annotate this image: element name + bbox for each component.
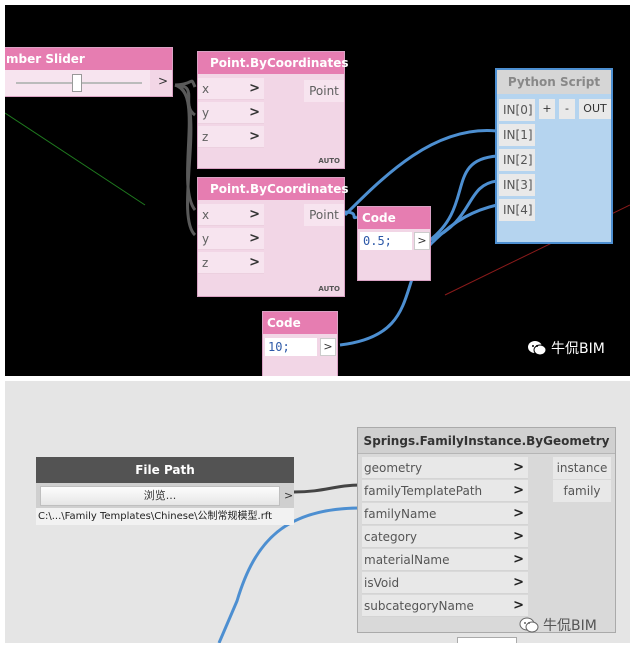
springs-familyinstance-node[interactable]: Springs.FamilyInstance.ByGeometry geomet… — [357, 427, 616, 633]
point-1-output-point[interactable]: Point — [304, 80, 344, 102]
springs-node-title: Springs.FamilyInstance.ByGeometry — [358, 428, 615, 454]
add-input-button[interactable]: + — [539, 99, 555, 119]
file-path-value: C:\...\Family Templates\Chinese\公制常规模型.r… — [36, 508, 294, 525]
wire-layer — [5, 79, 630, 347]
port-label: x — [202, 208, 210, 222]
port-label: isVoid — [364, 576, 400, 590]
springs-input-familyname[interactable]: familyName > — [362, 503, 528, 525]
watermark-text: 牛侃BIM — [551, 341, 605, 357]
number-slider-node[interactable]: mber Slider > — [5, 47, 173, 97]
springs-output-family[interactable]: family — [553, 480, 611, 502]
wire-layer-bottom — [217, 483, 362, 643]
wire-slider-to-x2[interactable] — [174, 83, 197, 211]
chevron-right-icon: > — [249, 231, 260, 246]
port-label: z — [202, 256, 209, 270]
code-block-1-editor[interactable]: 0.5; — [360, 232, 412, 250]
python-input-2[interactable]: IN[2] — [499, 149, 535, 171]
watermark-text: 牛侃BIM — [543, 618, 597, 634]
python-input-3[interactable]: IN[3] — [499, 174, 535, 196]
browse-button[interactable]: 浏览... — [40, 486, 280, 506]
python-input-1[interactable]: IN[1] — [499, 124, 535, 146]
wechat-icon — [528, 341, 547, 356]
wire-point-to-in1[interactable] — [343, 129, 498, 217]
port-label: z — [202, 130, 209, 144]
chevron-right-icon: > — [249, 207, 260, 222]
chevron-right-icon: > — [249, 129, 260, 144]
file-path-title: File Path — [36, 457, 294, 483]
wire-cb1-to-in2[interactable] — [429, 154, 498, 242]
chevron-right-icon: > — [513, 506, 524, 521]
port-label: geometry — [364, 461, 423, 475]
dynamo-canvas-bottom[interactable]: File Path 浏览... > C:\...\Family Template… — [5, 381, 630, 643]
chevron-right-icon: > — [513, 598, 524, 613]
python-input-4[interactable]: IN[4] — [499, 199, 535, 221]
wire-slider-to-x1[interactable] — [174, 79, 197, 88]
point-1-input-x[interactable]: x> — [198, 78, 264, 100]
chevron-right-icon: > — [513, 460, 524, 475]
code-block-2-title: Code Block — [263, 312, 337, 352]
point-2-input-z[interactable]: z> — [198, 252, 264, 274]
springs-input-geometry[interactable]: geometry > — [362, 457, 528, 479]
watermark: 牛侃BIM — [527, 338, 605, 358]
springs-input-subcategoryname[interactable]: subcategoryName > — [362, 595, 528, 617]
chevron-right-icon: > — [249, 255, 260, 270]
lacing-label: AUTO — [318, 157, 340, 165]
point-by-coordinates-node-2[interactable]: Point.ByCoordinates x> y> z> Point AUTO — [197, 177, 349, 297]
chevron-right-icon: > — [513, 529, 524, 544]
port-label: x — [202, 82, 210, 96]
port-label: familyName — [364, 507, 437, 521]
lacing-label: AUTO — [318, 285, 340, 293]
code-block-node-2[interactable]: Code Block 10; > — [262, 311, 338, 376]
point-1-input-z[interactable]: z> — [198, 126, 264, 148]
chevron-right-icon: > — [513, 575, 524, 590]
point-node-2-title: Point.ByCoordinates — [198, 178, 349, 200]
wire-slider-to-y1[interactable] — [174, 83, 196, 117]
code-block-node-1[interactable]: Code Block 0.5; > — [357, 206, 431, 281]
chevron-right-icon: > — [513, 483, 524, 498]
port-label: familyTemplatePath — [364, 484, 483, 498]
springs-input-materialname[interactable]: materialName > — [362, 549, 528, 571]
dynamo-canvas-top[interactable]: mber Slider > Point.ByCoordinates x> y> … — [5, 5, 630, 376]
port-label: y — [202, 232, 210, 246]
python-script-title: Python Script — [497, 70, 611, 94]
point-1-input-y[interactable]: y> — [198, 102, 264, 124]
python-output-out[interactable]: OUT — [579, 99, 611, 119]
springs-input-category[interactable]: category > — [362, 526, 528, 548]
point-by-coordinates-node-1[interactable]: Point.ByCoordinates x> y> z> Point AUTO — [197, 51, 349, 169]
port-label: category — [364, 530, 418, 544]
point-2-input-x[interactable]: x> — [198, 204, 264, 226]
chevron-right-icon: > — [249, 105, 260, 120]
code-block-1-title: Code Block — [358, 207, 430, 247]
remove-input-button[interactable]: - — [559, 99, 575, 119]
chevron-right-icon: > — [249, 81, 260, 96]
wire-filepath-to-template[interactable] — [293, 483, 362, 494]
code-block-1-output[interactable]: > — [414, 232, 430, 250]
springs-input-isvoid[interactable]: isVoid > — [362, 572, 528, 594]
slider-expand-button[interactable]: > — [157, 74, 168, 88]
number-slider-title: mber Slider — [5, 48, 172, 70]
python-input-0[interactable]: IN[0] — [499, 99, 535, 121]
springs-input-familytemplatepath[interactable]: familyTemplatePath > — [362, 480, 528, 502]
springs-output-instance[interactable]: instance — [553, 457, 611, 479]
watermark-bottom: 牛侃BIM — [519, 615, 597, 635]
port-label: y — [202, 106, 210, 120]
slider-track-area — [5, 70, 150, 96]
port-label: subcategoryName — [364, 599, 474, 613]
file-path-node[interactable]: 浏览... > C:\...\Family Templates\Chinese\… — [36, 483, 294, 525]
wire-slider-to-y2[interactable] — [174, 83, 197, 237]
file-path-output[interactable]: > — [284, 489, 294, 502]
point-2-output-point[interactable]: Point — [304, 204, 344, 226]
code-block-2-editor[interactable]: 10; — [265, 338, 317, 356]
wire-to-familyname[interactable] — [217, 506, 362, 643]
wechat-icon — [519, 617, 539, 633]
point-node-1-title: Point.ByCoordinates — [198, 52, 349, 74]
slider-thumb[interactable] — [72, 74, 82, 92]
point-2-input-y[interactable]: y> — [198, 228, 264, 250]
code-block-2-output[interactable]: > — [320, 338, 336, 356]
partial-node-edge — [457, 637, 517, 643]
chevron-right-icon: > — [513, 552, 524, 567]
port-label: materialName — [364, 553, 450, 567]
axis-line-green — [5, 112, 146, 206]
python-script-node[interactable]: Python Script IN[0] + - OUT IN[1] IN[2] … — [495, 68, 613, 244]
